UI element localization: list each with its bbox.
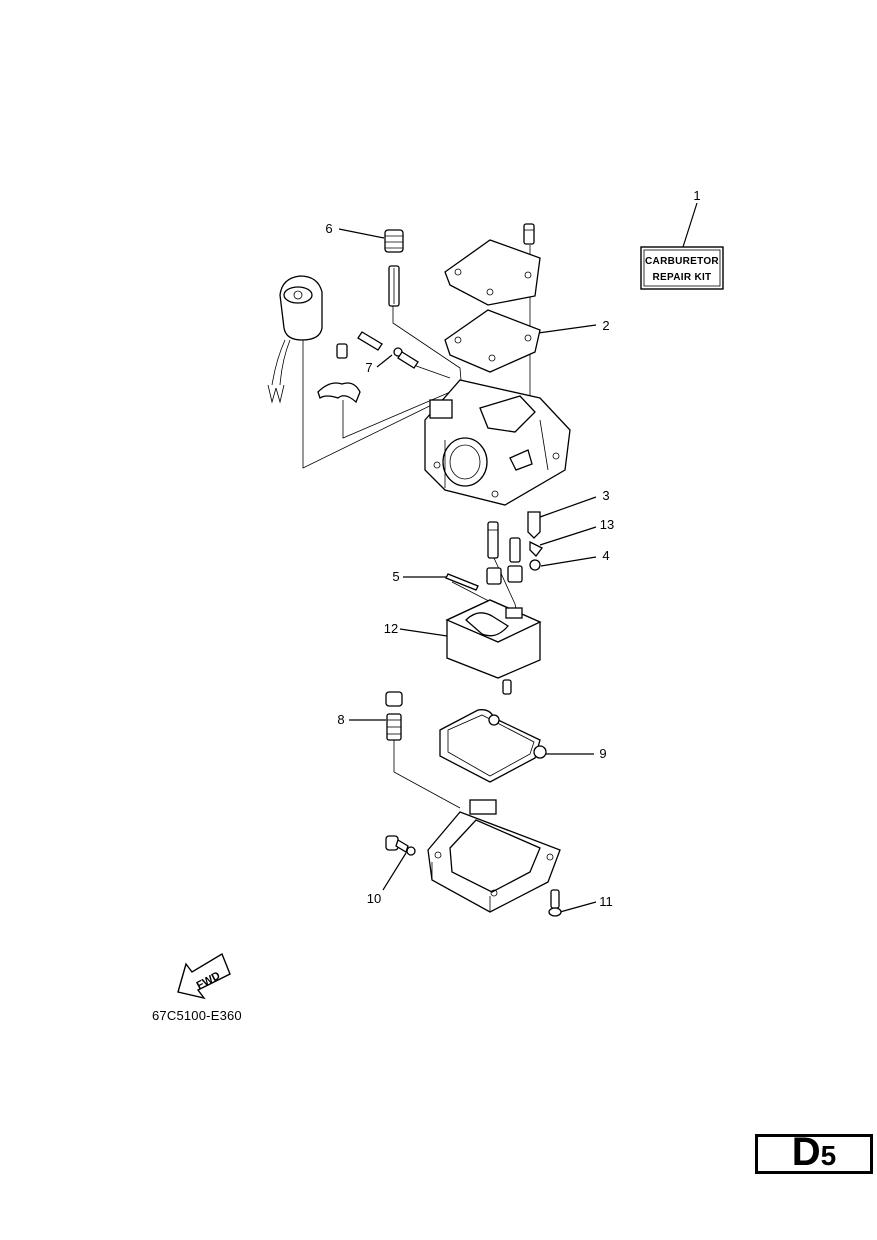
callout-labels: 1 2 3 4 5 6 7 8 9 10 11 12 13 (325, 188, 700, 909)
repair-kit-box: CARBURETOR REPAIR KIT (640, 202, 724, 290)
callout-9: 9 (599, 746, 606, 761)
cap-spring-part (384, 229, 404, 307)
screw-part-11 (548, 889, 562, 917)
kit-label-line1: CARBURETOR (645, 256, 719, 267)
page-number: 5 (820, 1140, 837, 1171)
callout-7: 7 (365, 360, 372, 375)
screw-part-10 (385, 835, 416, 856)
leader-lines (338, 228, 597, 913)
callout-13: 13 (600, 517, 614, 532)
callout-11: 11 (599, 894, 613, 909)
page-letter: D (791, 1130, 821, 1174)
cap-spring-part-8 (385, 691, 403, 741)
choke-solenoid (267, 275, 323, 404)
kit-label-line2: REPAIR KIT (653, 272, 712, 283)
float-bowl (427, 799, 561, 913)
callout-5: 5 (392, 569, 399, 584)
fwd-arrow-icon: FWD (177, 952, 231, 1000)
callout-4: 4 (602, 548, 609, 563)
callout-10: 10 (367, 891, 381, 906)
screw-7-and-link (317, 331, 419, 404)
callout-2: 2 (602, 318, 609, 333)
float-pin (445, 573, 479, 591)
page-indicator: D 5 (755, 1130, 873, 1174)
callout-12: 12 (384, 621, 398, 636)
callout-8: 8 (337, 712, 344, 727)
callout-1: 1 (693, 188, 700, 203)
callout-6: 6 (325, 221, 332, 236)
diagram-code: 67C5100-E360 (152, 1008, 242, 1023)
callout-3: 3 (602, 488, 609, 503)
jets-and-needle (486, 511, 543, 585)
top-cover (444, 223, 541, 306)
float-part-12 (445, 599, 542, 695)
carburetor-body (424, 379, 571, 506)
gasket-part-2 (444, 309, 541, 373)
gasket-part-9 (439, 709, 547, 783)
